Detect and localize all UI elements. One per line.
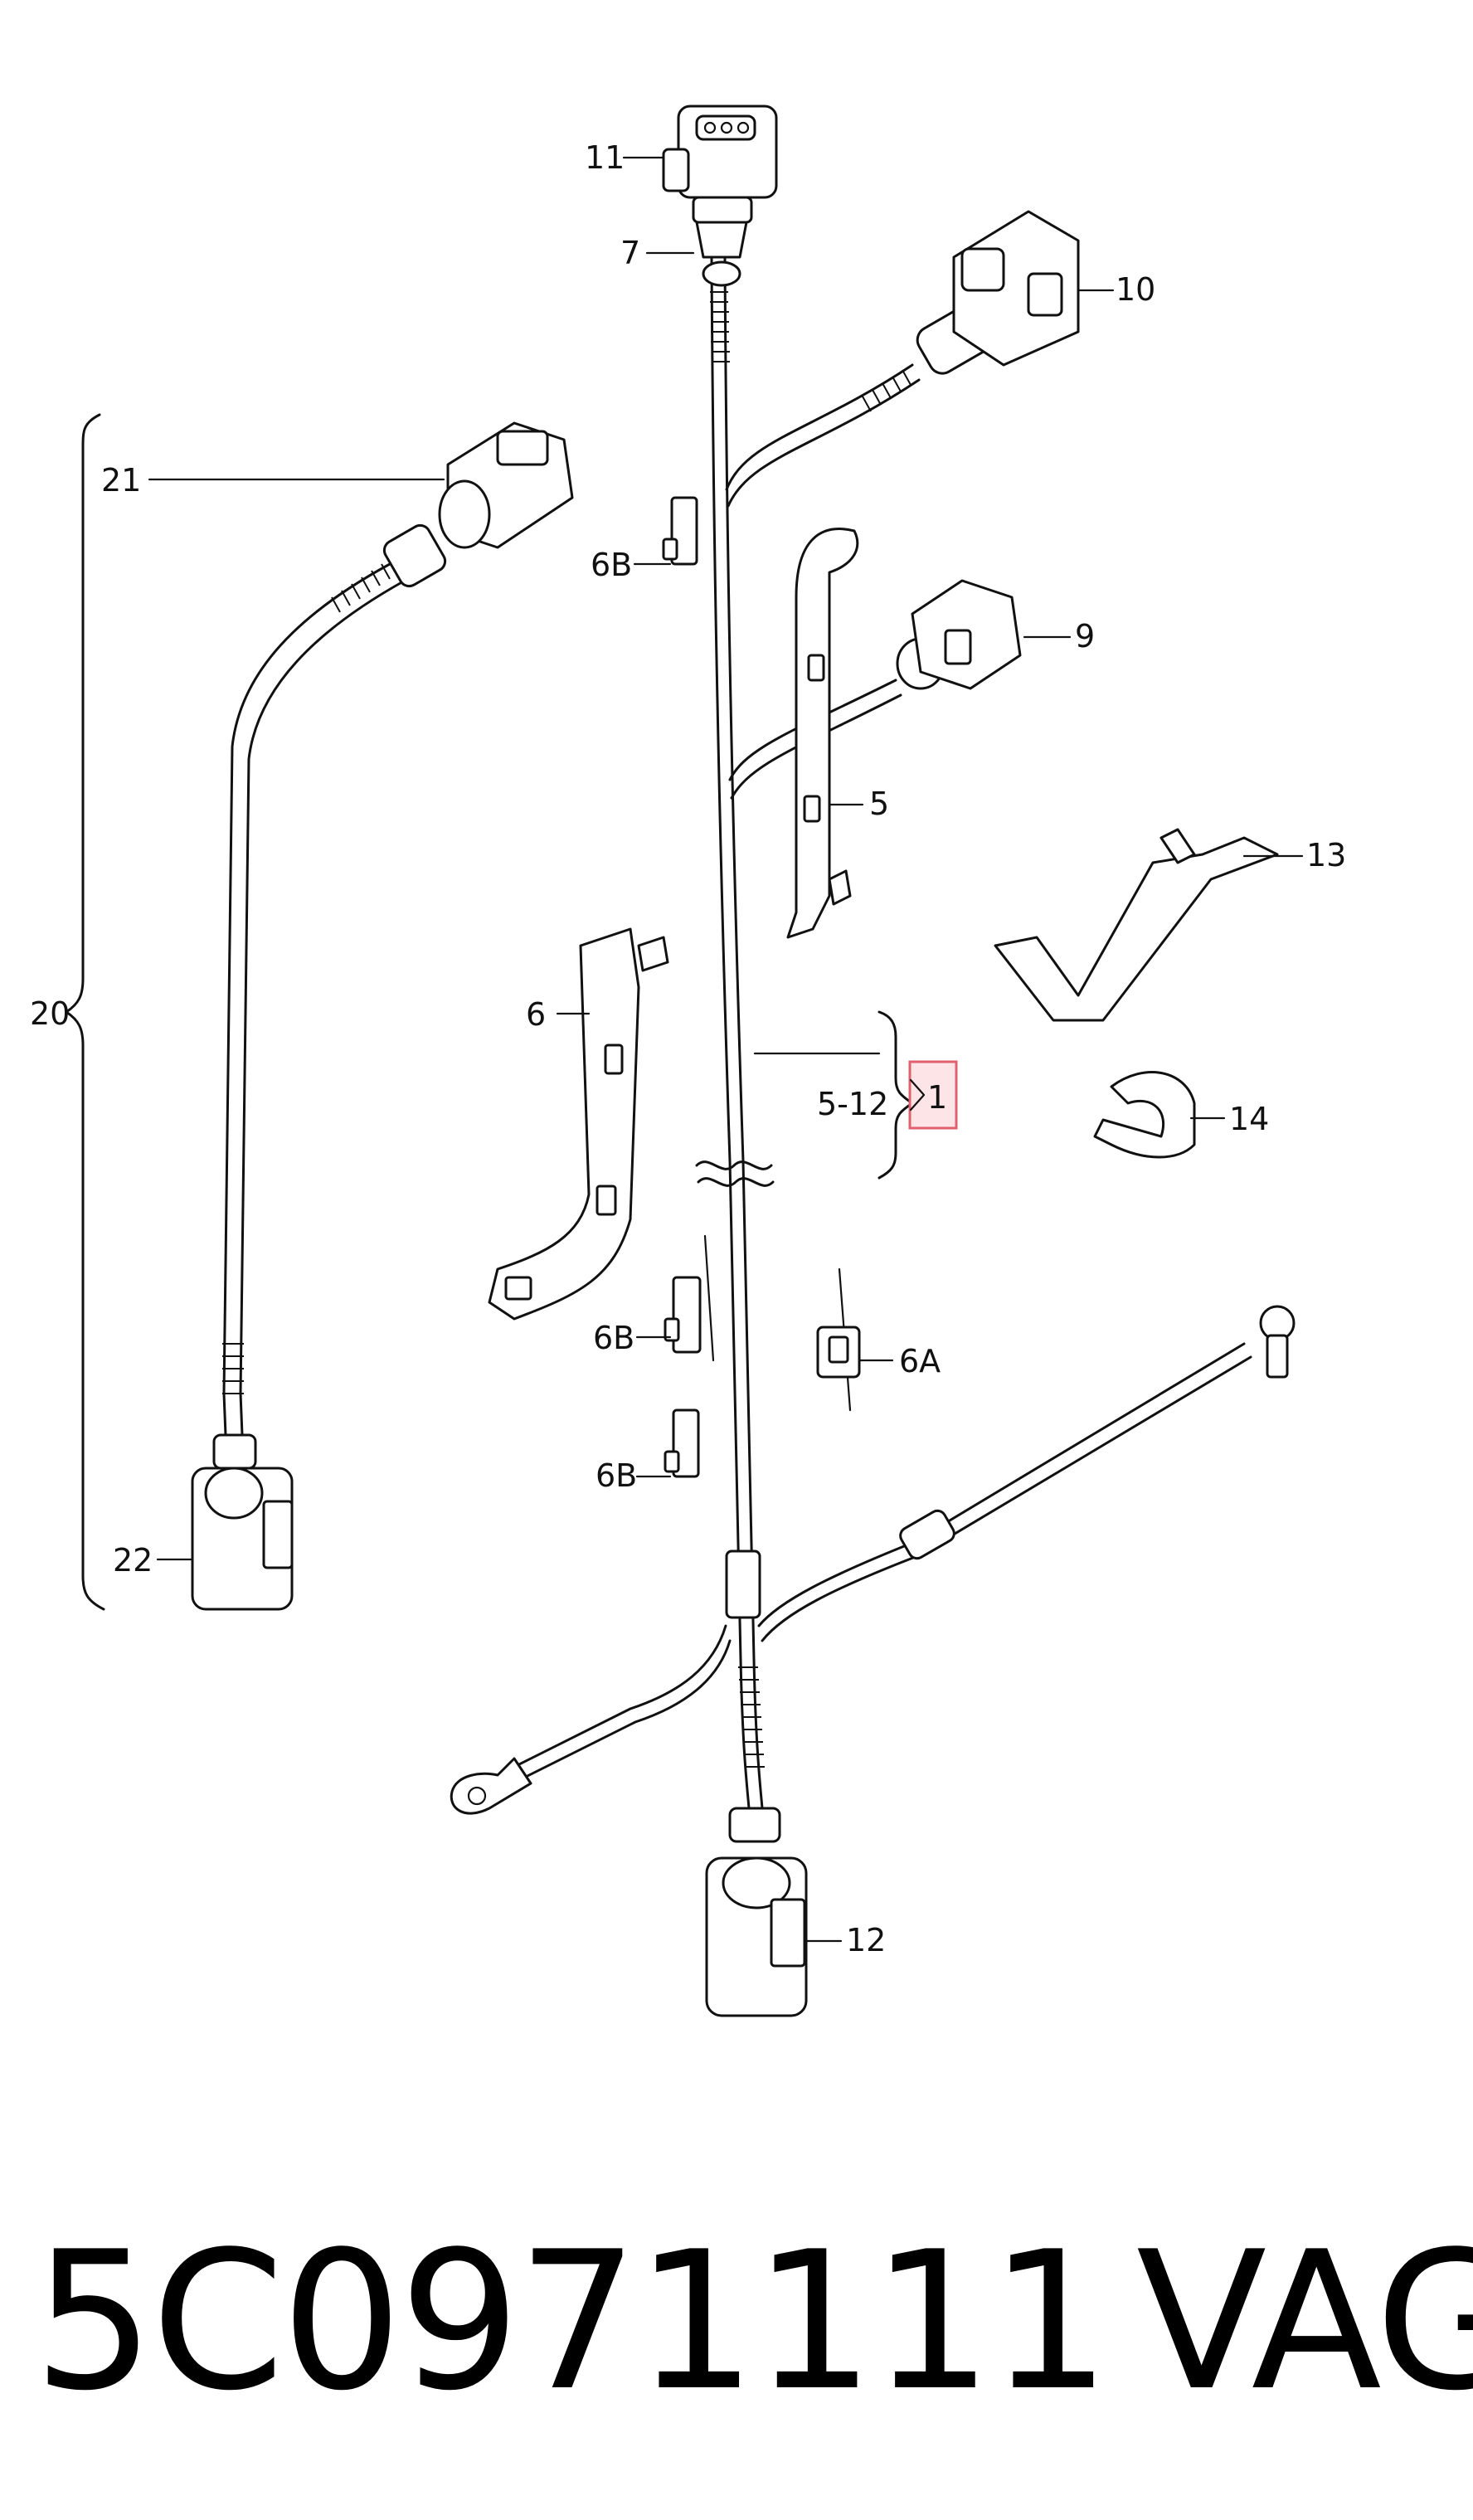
callout-labels: 11 7 10 21 6B 9 5 13 20 6 5-12 1 14 6B 6… (30, 139, 1346, 1958)
callout-5: 5 (869, 786, 889, 822)
connector-12 (705, 1807, 808, 2017)
trunk-break-mark (695, 1160, 773, 1170)
leader-lines (148, 156, 1304, 1943)
grommet-7 (695, 221, 748, 287)
connector-21 (382, 421, 574, 588)
callout-7: 7 (620, 235, 640, 271)
bracket-6 (488, 927, 669, 1321)
connector-11 (662, 105, 778, 224)
reference-1-highlight (908, 1060, 958, 1130)
main-harness-trunk (695, 255, 775, 1827)
callout-21: 21 (101, 462, 141, 499)
clip-14 (1093, 1071, 1196, 1159)
callout-6A: 6A (899, 1343, 941, 1379)
footer-caption: 5C0971111 VAG (33, 2198, 1473, 2447)
ground-strap-left (450, 1624, 732, 1815)
callout-1: 1 (927, 1079, 947, 1116)
branch-connector-10 (725, 210, 1080, 508)
cable-20 (222, 562, 406, 1437)
callout-12: 12 (846, 1922, 886, 1958)
branch-connector-9 (728, 579, 1022, 800)
clip-6B-a (662, 496, 698, 566)
callout-6: 6 (526, 996, 546, 1033)
callout-11: 11 (585, 139, 625, 176)
callout-6B-c: 6B (596, 1457, 637, 1494)
clip-6B-c (664, 1408, 700, 1478)
callout-5-12: 5-12 (817, 1086, 888, 1122)
trunk-wrap-bottom (738, 1666, 765, 1768)
ground-strap-right (757, 1305, 1296, 1642)
cable-tie-6A (816, 1267, 861, 1412)
callout-13: 13 (1306, 837, 1346, 873)
trunk-sleeve (725, 1549, 761, 1619)
brand-name: VAG (1136, 2211, 1473, 2433)
callout-6B-a: 6B (591, 547, 632, 583)
connector-22 (191, 1433, 294, 1611)
trunk-break-mark-2 (697, 1177, 775, 1187)
part-number: 5C0971111 (33, 2211, 1111, 2433)
callout-14: 14 (1229, 1101, 1269, 1137)
callout-9: 9 (1075, 618, 1095, 654)
bracket-5 (786, 528, 859, 939)
clip-6B-b (664, 1234, 715, 1362)
callout-22: 22 (113, 1542, 153, 1579)
callout-20: 20 (30, 995, 70, 1032)
brace-20 (65, 413, 105, 1611)
callout-6B-b: 6B (593, 1320, 634, 1356)
bracket-13 (994, 828, 1279, 1022)
callout-10: 10 (1116, 271, 1155, 308)
